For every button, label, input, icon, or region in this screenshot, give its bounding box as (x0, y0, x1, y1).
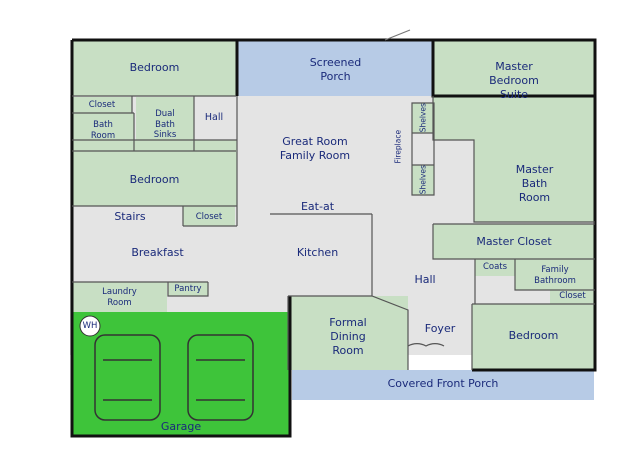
porch-door (384, 29, 411, 41)
car-left (94, 334, 161, 421)
fireplace-walls (411, 102, 435, 196)
interior-walls (72, 213, 409, 370)
bedroom-nw-area (72, 40, 237, 96)
label-bath-room: Bath Room (90, 120, 116, 141)
label-covered-porch: Covered Front Porch (387, 377, 499, 390)
label-stairs: Stairs (114, 210, 146, 223)
foyer-door (407, 342, 445, 347)
pantry-area (168, 282, 208, 296)
label-laundry: Laundry Room (102, 287, 137, 308)
label-fireplace: Fireplace (393, 129, 403, 164)
label-coats: Coats (482, 262, 508, 272)
label-bedroom-w: Bedroom (129, 173, 180, 186)
label-formal-dining: Formal Dining Room (329, 316, 367, 357)
shelves-bottom-area (412, 165, 434, 195)
label-closet-se: Closet (559, 291, 586, 301)
label-family-bath: Family Bathroom (534, 265, 576, 286)
label-great-room: Great Room Family Room (279, 135, 351, 162)
label-screened-porch: Screened Porch (309, 56, 362, 83)
west-walls (72, 95, 238, 227)
label-closet-w: Closet (195, 212, 223, 222)
shelves-top-area (412, 103, 434, 133)
coats-area (475, 259, 515, 276)
master-suite-area (433, 40, 595, 140)
label-master-suite: Master Bedroom Suite (489, 60, 539, 101)
label-dual-bath: Dual Bath Sinks (153, 109, 177, 141)
cars (94, 334, 254, 421)
label-garage: Garage (160, 420, 202, 433)
covered-porch-area (292, 370, 594, 400)
label-eat-at: Eat-at (300, 200, 335, 213)
label-bedroom-se: Bedroom (508, 329, 559, 342)
screened-porch-area (238, 40, 433, 96)
closet-w-area (183, 206, 235, 226)
label-hall-upper: Hall (204, 112, 224, 123)
master-bath-area (474, 140, 595, 222)
label-breakfast: Breakfast (131, 246, 184, 259)
label-master-bath: Master Bath Room (515, 163, 554, 204)
label-hall-center: Hall (414, 273, 436, 286)
label-shelves-bottom: Shelves (418, 165, 428, 195)
family-bath-area (515, 259, 595, 290)
master-closet-area (433, 224, 595, 259)
laundry-area (72, 282, 167, 312)
label-pantry: Pantry (174, 284, 202, 294)
closet-nw-area (72, 97, 132, 113)
label-closet-nw: Closet (88, 100, 116, 110)
label-bedroom-nw: Bedroom (129, 61, 180, 74)
exterior-wall (70, 38, 597, 438)
label-master-closet: Master Closet (476, 235, 552, 248)
label-foyer: Foyer (424, 322, 456, 335)
bedroom-se-area (472, 304, 595, 370)
water-heater-icon (79, 315, 101, 337)
car-right (187, 334, 254, 421)
formal-dining-area (288, 296, 408, 370)
label-shelves-top: Shelves (418, 103, 428, 133)
closet-se-area (550, 289, 595, 304)
label-kitchen: Kitchen (296, 246, 339, 259)
label-wh: WH (82, 321, 98, 331)
east-walls (432, 96, 595, 370)
